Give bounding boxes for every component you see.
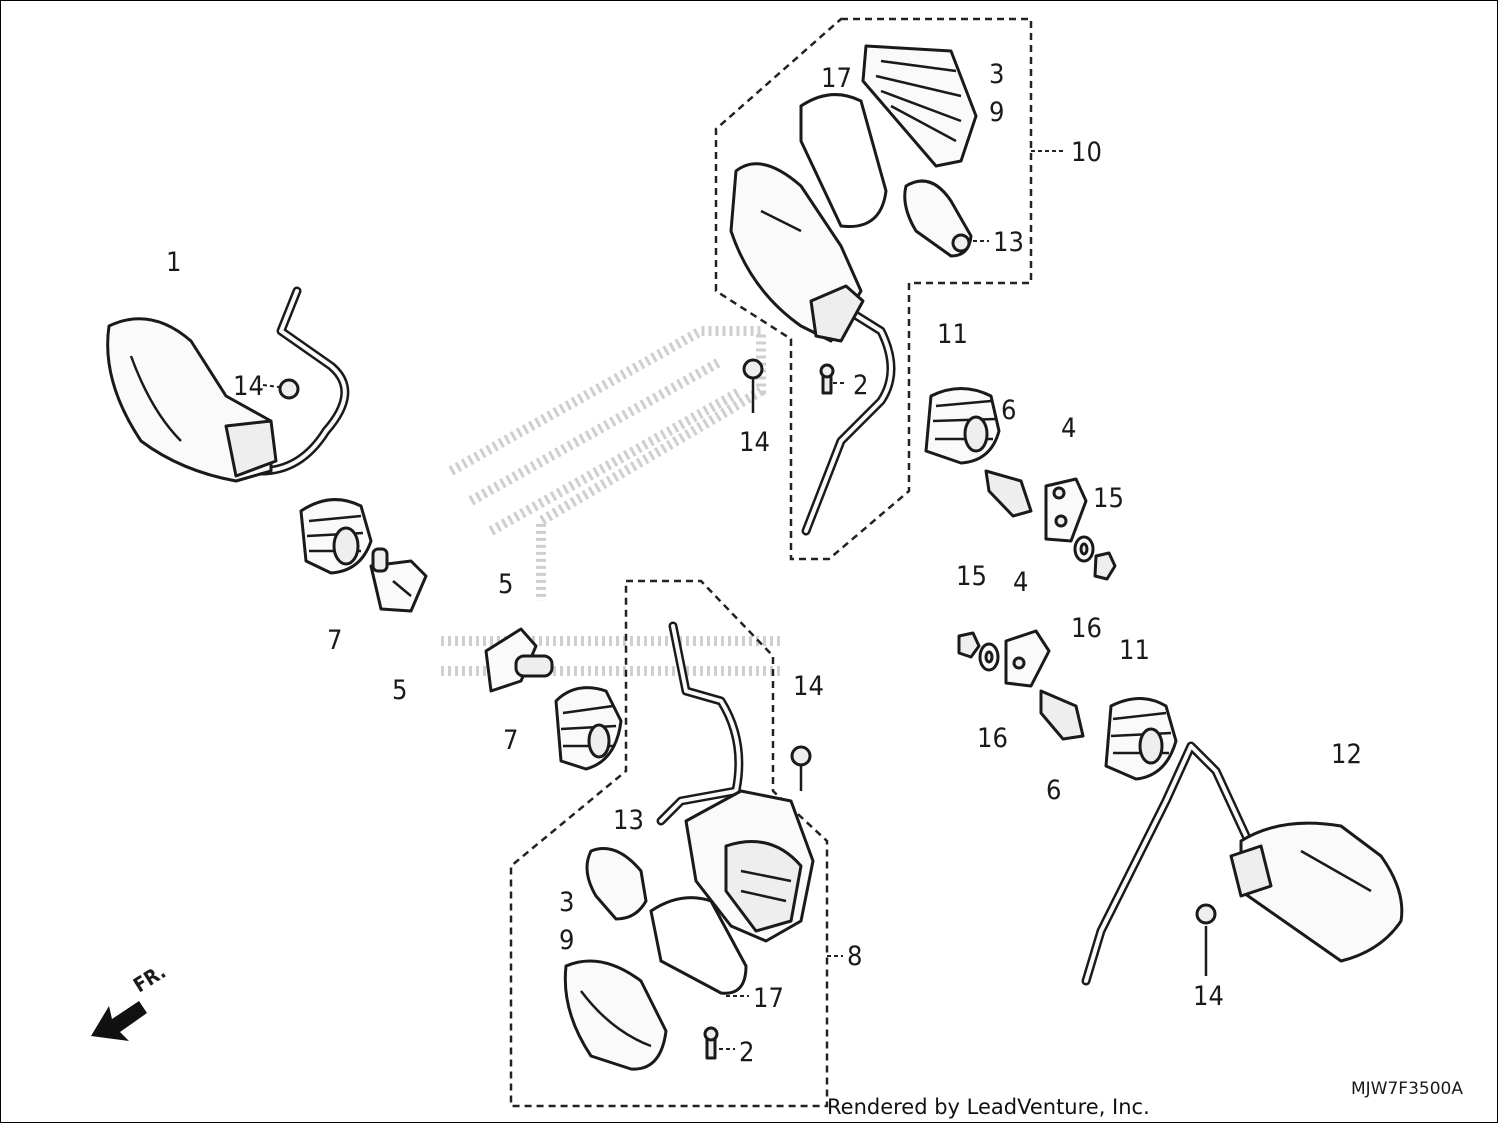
screw-2-top: [819, 363, 835, 395]
callout-13: 13: [613, 805, 644, 836]
callout-10: 10: [1071, 137, 1102, 168]
nut-15-b: [957, 631, 981, 659]
washer-16-a: [1073, 535, 1095, 563]
bolt-6-b: [1039, 689, 1085, 741]
bolt-6-a: [984, 469, 1033, 518]
callout-4: 4: [1013, 567, 1028, 598]
callout-14: 14: [793, 671, 824, 702]
assembly-outline-8: [509, 579, 829, 1108]
callout-6: 6: [1046, 775, 1061, 806]
gasket-17-top: [799, 93, 888, 229]
rear-turn-signal-housing-10: [729, 162, 896, 536]
callout-16: 16: [1071, 613, 1102, 644]
callout-11: 11: [937, 319, 968, 350]
watermark-logo: [441, 326, 781, 676]
leader-14-a: [262, 384, 280, 388]
grommet-7-b: [554, 686, 623, 771]
callout-5: 5: [498, 569, 513, 600]
nut-15-a: [1093, 551, 1117, 581]
plate-4-b: [1004, 629, 1051, 688]
gasket-17-bottom: [649, 896, 748, 995]
grommet-11-b: [1104, 697, 1178, 781]
screw-2-bottom: [703, 1026, 719, 1060]
nut-14-d: [790, 745, 812, 767]
nut-14-c: [1195, 903, 1217, 925]
callout-labels: 1 14 7 5 5 7 17 3 9 10 13 2 14 11 6 4 15…: [166, 59, 1362, 1068]
diagram-code: MJW7F3500A: [1351, 1079, 1463, 1099]
callout-9: 9: [989, 97, 1004, 128]
callout-3: 3: [559, 887, 574, 918]
callout-6: 6: [1001, 395, 1016, 426]
callout-17: 17: [753, 983, 784, 1014]
callout-4: 4: [1061, 413, 1076, 444]
mount-plate-5-b: [484, 627, 554, 693]
callout-11: 11: [1119, 635, 1150, 666]
callout-17: 17: [821, 63, 852, 94]
mount-plate-5-a: [369, 547, 428, 613]
callout-13: 13: [993, 227, 1024, 258]
nut-14-b: [742, 358, 764, 380]
callout-2: 2: [853, 370, 868, 401]
callout-16: 16: [977, 723, 1008, 754]
callout-7: 7: [503, 725, 518, 756]
callout-3: 3: [989, 59, 1004, 90]
callout-14: 14: [233, 371, 264, 402]
bulb-13-bottom: [585, 847, 648, 921]
callout-9: 9: [559, 925, 574, 956]
callout-15: 15: [956, 561, 987, 592]
front-direction-label: FR.: [129, 959, 170, 997]
turn-signal-right-front: [1081, 741, 1404, 986]
washer-16-b: [978, 642, 1000, 672]
callout-14: 14: [1193, 981, 1224, 1012]
bulb-13-top: [903, 179, 973, 258]
nut-14-a: [278, 378, 300, 400]
front-direction-arrow-icon: FR.: [91, 959, 170, 1041]
callout-5: 5: [392, 675, 407, 706]
plate-4-a: [1044, 477, 1088, 543]
callout-1: 1: [166, 247, 181, 278]
turn-signal-left-front: [106, 286, 350, 483]
callout-7: 7: [327, 625, 342, 656]
lens-3-9-top: [861, 44, 978, 168]
callout-2: 2: [739, 1037, 754, 1068]
callout-15: 15: [1093, 483, 1124, 514]
grommet-11-a: [924, 387, 1001, 465]
rear-turn-signal-housing-8: [656, 621, 815, 943]
callout-14: 14: [739, 427, 770, 458]
lens-3-9-bottom: [563, 959, 668, 1071]
credit-text: Rendered by LeadVenture, Inc.: [827, 1095, 1150, 1119]
callout-12: 12: [1331, 739, 1362, 770]
grommet-7-a: [299, 498, 373, 575]
callout-8: 8: [847, 941, 862, 972]
assembly-outline-10: [714, 17, 1033, 561]
